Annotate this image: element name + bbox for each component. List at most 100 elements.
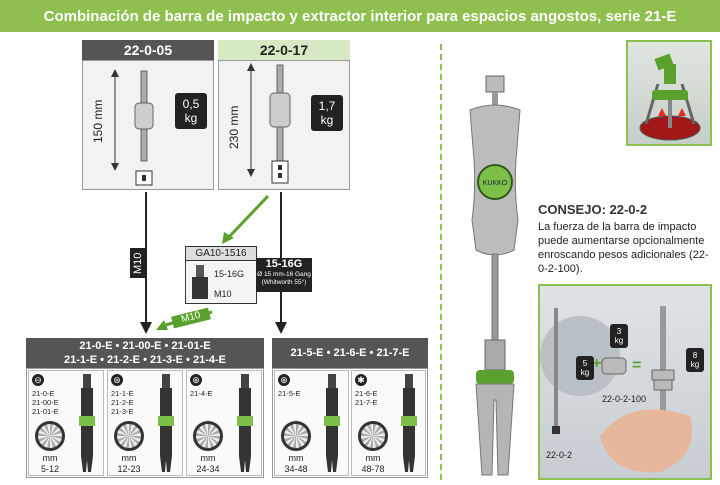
- tool-code: 21-2-E: [111, 398, 134, 407]
- adapter-code: GA10-1516: [186, 247, 256, 261]
- slide-hammer-large-image: KUKKO: [469, 75, 521, 476]
- photo-code-a: 22-0-2-100: [602, 394, 647, 404]
- section-divider: [440, 44, 442, 480]
- tool-codes: 21-4-E: [190, 389, 213, 398]
- group-right-header: 21-5-E • 21-6-E • 21-7-E: [272, 338, 428, 368]
- slide-hammer-short-icon: [111, 69, 154, 186]
- model-left-weight: 0,5 kg: [175, 93, 207, 129]
- tool-code: 21-3-E: [111, 407, 134, 416]
- tool-code: 21-1-E: [111, 389, 134, 398]
- svg-text:+: +: [592, 355, 601, 372]
- model-left-weight-value: 0,5: [182, 97, 200, 111]
- model-right-weight: 1,7 kg: [311, 95, 343, 131]
- model-left-header: 22-0-05: [82, 40, 214, 60]
- tool-range-unit: mm: [42, 453, 58, 463]
- bearing-icon: [193, 421, 223, 451]
- tool-code: 21-6-E: [355, 389, 378, 398]
- weight-8-unit: kg: [690, 360, 700, 369]
- inner-puller-icon: [158, 374, 174, 472]
- tool-codes: 21-5-E: [278, 389, 301, 398]
- group-left-header-line2: 21-1-E • 21-2-E • 21-3-E • 21-4-E: [64, 354, 226, 366]
- tool-range-unit: mm: [121, 453, 137, 463]
- tri-jaw-icon: ⊛: [111, 374, 123, 386]
- adapter-box: GA10-1516 15-16G M10: [185, 246, 257, 304]
- model-left-weight-unit: kg: [184, 111, 198, 125]
- inner-puller-icon: [79, 374, 95, 472]
- consejo-text: La fuerza de la barra de impacto puede a…: [538, 221, 709, 275]
- inner-puller-icon: [237, 374, 253, 472]
- weight-5-value: 5: [582, 359, 588, 368]
- thread-1516-desc: Ø 15 mm-16 Gang (Whitworth 55°): [257, 271, 311, 286]
- photo-code-b: 22-0-2: [546, 450, 573, 460]
- thread-1516-label: 15-16G Ø 15 mm-16 Gang (Whitworth 55°): [256, 258, 312, 292]
- inner-puller-icon: [324, 374, 340, 472]
- model-right-header: 22-0-17: [218, 40, 350, 60]
- tool-range-value: 24-34: [196, 464, 220, 474]
- weight-5-unit: kg: [580, 368, 590, 377]
- tool-range-value: 34-48: [284, 464, 308, 474]
- thread-m10-label: M10: [130, 248, 146, 278]
- tool-code: 21-5-E: [278, 389, 301, 398]
- kukko-logo: KUKKO: [483, 180, 508, 187]
- tool-code: 21-00-E: [32, 398, 59, 407]
- model-left-card: 150 mm 0,5 kg: [82, 60, 214, 190]
- bearing-icon: [114, 421, 144, 451]
- group-right-body: [272, 368, 428, 478]
- tool-code: 21-4-E: [190, 389, 213, 398]
- model-right-card: 230 mm 1,7 kg: [218, 60, 350, 190]
- weight-3-value: 3: [616, 327, 622, 336]
- tool-code: 21-7-E: [355, 398, 378, 407]
- adapter-thread-out: 15-16G: [214, 269, 245, 279]
- tool-range-value: 48-78: [361, 464, 385, 474]
- group-left-body: [26, 368, 264, 478]
- model-right-code: 22-0-17: [259, 42, 309, 58]
- bearing-icon: [358, 421, 388, 451]
- tool-code: 21-0-E: [32, 389, 55, 398]
- model-left-code: 22-0-05: [123, 42, 173, 58]
- adapter-icon: [192, 265, 208, 299]
- bearing-icon: [35, 421, 65, 451]
- tool-range-unit: mm: [200, 453, 216, 463]
- model-right-weight-value: 1,7: [318, 99, 336, 113]
- tool-code: 21-01-E: [32, 407, 59, 416]
- group-left-header-line1: 21-0-E • 21-00-E • 21-01-E: [79, 340, 211, 352]
- usage-photo: [626, 40, 712, 146]
- puller-figure-icon: [639, 53, 701, 141]
- tool-range-value: 5-12: [40, 464, 59, 474]
- inner-puller-icon: [401, 374, 417, 472]
- thread-1516-code: 15-16G: [265, 258, 303, 270]
- title-banner: Combinación de barra de impacto y extrac…: [0, 0, 720, 32]
- group-left-header: 21-0-E • 21-00-E • 21-01-E 21-1-E • 21-2…: [26, 338, 264, 368]
- title-text: Combinación de barra de impacto y extrac…: [43, 7, 677, 25]
- cross-icon: ⊕: [278, 374, 290, 386]
- consejo-title: CONSEJO: 22-0-2: [538, 202, 648, 217]
- cross-icon: ⊕: [190, 374, 202, 386]
- group-right-header-text: 21-5-E • 21-6-E • 21-7-E: [290, 347, 410, 359]
- weight-3-unit: kg: [614, 336, 624, 345]
- circle-slot-icon: ⊖: [32, 374, 44, 386]
- asterisk-icon: ✱: [355, 374, 367, 386]
- svg-text:=: =: [632, 357, 641, 374]
- slide-hammer-long-icon: [247, 63, 291, 184]
- model-right-weight-unit: kg: [320, 113, 334, 127]
- tool-range-unit: mm: [365, 453, 381, 463]
- adapter-thread-in: M10: [214, 289, 232, 299]
- tool-range-unit: mm: [288, 453, 304, 463]
- weight-8-value: 8: [692, 351, 698, 360]
